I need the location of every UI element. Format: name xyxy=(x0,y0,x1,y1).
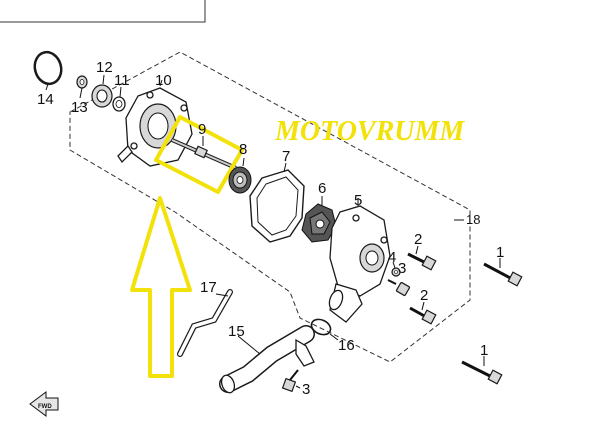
callout-6: 6 xyxy=(318,180,326,197)
callout-14: 14 xyxy=(37,91,54,108)
part-3-bolt-upper xyxy=(387,279,411,297)
part-11-seal xyxy=(112,96,126,112)
callout-11: 11 xyxy=(114,72,130,89)
part-2-bolt-upper xyxy=(407,252,437,271)
callout-18: 18 xyxy=(466,212,480,227)
fwd-label: FWD xyxy=(38,404,52,410)
callout-2-upper: 2 xyxy=(414,231,422,248)
part-6-impeller xyxy=(301,203,337,243)
part-15-water-hose xyxy=(219,325,315,394)
highlight-arrow xyxy=(130,196,192,378)
part-7-gasket xyxy=(249,169,305,243)
callout-8: 8 xyxy=(239,141,247,158)
part-16-o-ring xyxy=(310,318,332,336)
part-10-housing-cover xyxy=(117,87,193,167)
part-5-pump-body xyxy=(328,205,391,323)
part-14-o-ring xyxy=(33,50,63,86)
callout-9: 9 xyxy=(198,121,206,138)
frame-corner xyxy=(0,0,206,23)
watermark-text: MOTOVRUMM xyxy=(274,116,465,147)
callout-7: 7 xyxy=(282,148,290,165)
callout-5: 5 xyxy=(354,192,362,209)
part-9-shaft xyxy=(171,138,237,170)
callout-2-lower: 2 xyxy=(420,287,428,304)
callout-3-upper: 3 xyxy=(398,260,406,277)
callout-4: 4 xyxy=(388,249,396,266)
part-8-mechanical-seal xyxy=(228,166,252,194)
callout-1-lower: 1 xyxy=(480,342,488,359)
part-2-bolt-lower xyxy=(409,306,437,325)
callout-13: 13 xyxy=(71,99,88,116)
assembly-boundary xyxy=(69,51,471,363)
part-12-bearing xyxy=(91,84,113,108)
part-4-washer xyxy=(391,267,401,277)
part-1-long-bolt-upper xyxy=(483,262,523,287)
highlight-box xyxy=(154,115,244,194)
callout-1-upper: 1 xyxy=(496,244,504,261)
fwd-arrow-icon: FWD xyxy=(29,391,59,417)
callout-16: 16 xyxy=(338,337,355,354)
part-13-washer xyxy=(76,75,88,89)
part-3-bolt-lower xyxy=(281,369,299,393)
part-1-long-bolt-lower xyxy=(461,360,503,385)
callout-12: 12 xyxy=(96,59,113,76)
callout-15: 15 xyxy=(228,323,245,340)
callout-3-lower: 3 xyxy=(302,381,310,398)
callout-17: 17 xyxy=(200,279,217,296)
part-17-bypass-hose xyxy=(177,289,233,357)
callout-10: 10 xyxy=(155,72,172,89)
